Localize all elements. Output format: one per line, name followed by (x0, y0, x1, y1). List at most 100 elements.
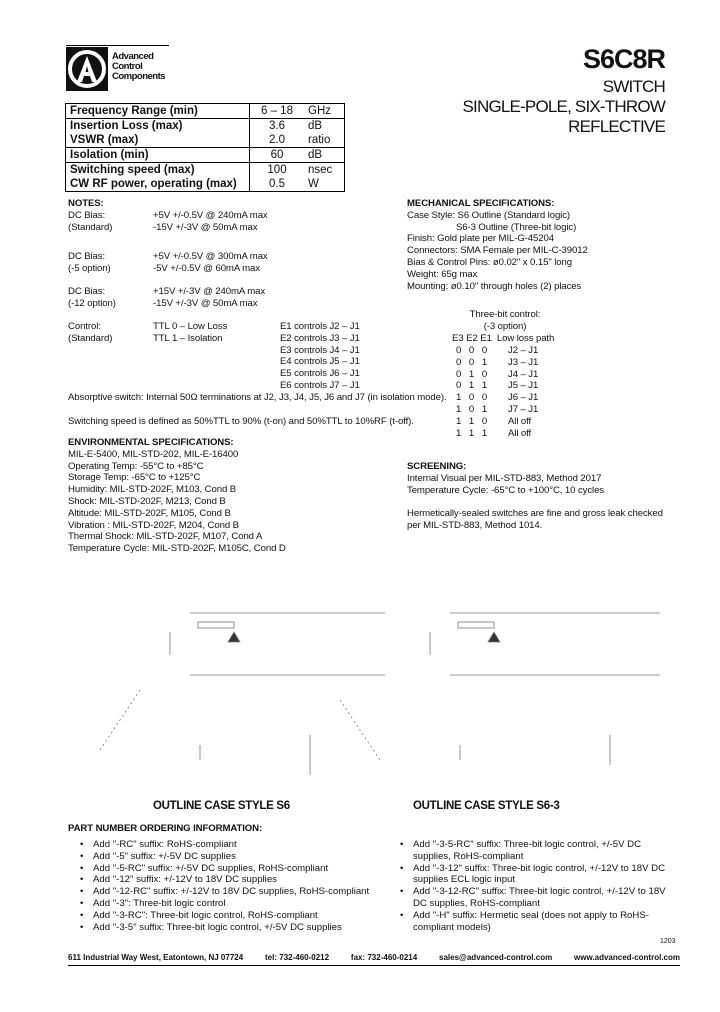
footer-fax: fax: 732-460-0214 (350, 953, 418, 962)
bias-option: (-12 option) (68, 297, 116, 309)
threebit-bits: 0 1 0 (456, 368, 488, 380)
screening-line: Internal Visual per MIL-STD-883, Method … (407, 472, 602, 484)
footer-email[interactable]: sales@advanced-control.com (439, 953, 553, 962)
spec-value: 60 (249, 147, 304, 163)
control-mapping: E5 controls J6 – J1 (280, 368, 360, 380)
bias-value: -5V +/-0.5V @ 60mA max (153, 262, 260, 274)
ordering-item: Add "-3-12-RC" suffix: Three-bit logic c… (400, 886, 668, 910)
control-label: Control: (68, 321, 101, 332)
footer-tel: tel: 732-460-0212 (265, 953, 330, 962)
ttl-text: TTL 0 – Low Loss (153, 321, 228, 332)
threebit-bits: 1 0 1 (456, 403, 488, 415)
bias-value: +5V +/-0.5V @ 300mA max (153, 251, 268, 262)
control-mapping: E2 controls J3 – J1 (280, 332, 360, 344)
ordering-title: PART NUMBER ORDERING INFORMATION: (68, 823, 263, 834)
outline-drawing-s6 (99, 612, 385, 775)
threebit-path: J7 – J1 (508, 403, 539, 415)
threebit-path: J2 – J1 (508, 345, 539, 356)
outline-title-s6-3: OUTLINE CASE STYLE S6-3 (413, 800, 560, 812)
outline-drawing-s6-3 (339, 612, 660, 765)
threebit-option: (-3 option) (483, 320, 527, 332)
spec-value: 6 – 18 (249, 103, 304, 119)
threebit-row: 1 1 1 All off (456, 428, 538, 440)
company-logo: Advanced Control Components (66, 45, 169, 92)
screening-line: Temperature Cycle: -65°C to +100°C, 10 c… (407, 484, 605, 496)
threebit-bits: 1 1 1 (456, 427, 488, 439)
logo-text: Components (112, 71, 166, 82)
threebit-path: J6 – J1 (508, 392, 539, 404)
spec-value: 100 (249, 162, 304, 177)
threebit-header: E3 E2 E1 Low loss path (452, 333, 555, 344)
outline-drawings (99, 612, 660, 775)
screening-title: SCREENING: (407, 461, 467, 472)
hermetic-note: Hermetically-sealed switches are fine an… (407, 508, 663, 520)
logo-a-icon (66, 47, 108, 91)
threebit-bits: 0 0 1 (456, 356, 488, 368)
ordering-item: Add "-5-RC" suffix: +/-5V DC supplies, R… (80, 863, 390, 875)
bias-option: (-5 option) (68, 262, 111, 274)
control-mapping: E6 controls J7 – J1 (280, 379, 360, 391)
notes-section: NOTES: (68, 198, 104, 210)
control-mapping: E3 controls J4 – J1 (280, 344, 360, 356)
absorptive-note: Absorptive switch: Internal 50Ω terminat… (68, 392, 447, 403)
threebit-bits: 0 1 1 (456, 380, 488, 392)
control-label: (Standard) (68, 332, 113, 344)
mechanical-title: MECHANICAL SPECIFICATIONS: (407, 198, 555, 209)
mechanical-line: Finish: Gold plate per MIL-G-45204 (407, 233, 554, 245)
subtitle: REFLECTIVE (568, 117, 666, 136)
spec-row: CW RF power, operating (max) 0.5 W (65, 177, 345, 192)
bias-label: DC Bias: (68, 251, 106, 262)
environmental-line: Altitude: MIL-STD-202F, M105, Cond B (68, 507, 231, 519)
bias-value: -15V +/-3V @ 50mA max (153, 297, 258, 309)
hermetic-note: per MIL-STD-883, Method 1014. (407, 519, 543, 531)
spec-param: Frequency Range (min) (65, 103, 250, 119)
spec-unit: ratio (308, 134, 331, 146)
mechanical-line: S6-3 Outline (Three-bit logic) (456, 221, 577, 233)
spec-value: 2.0 (269, 134, 285, 146)
bias-value: -15V +/-3V @ 50mA max (153, 221, 258, 233)
spec-value: 3.6 (249, 118, 304, 133)
spec-param: VSWR (max) (65, 133, 250, 148)
spec-param: CW RF power, operating (max) (65, 177, 250, 192)
ordering-item: Add "-12" suffix: +/-12V to 18V DC suppl… (80, 874, 390, 886)
outline-title-s6: OUTLINE CASE STYLE S6 (153, 800, 290, 812)
threebit-path: All off (508, 415, 532, 427)
environmental-line: Shock: MIL-STD-202F, M213, Cond B (68, 495, 226, 507)
environmental-line: Vibration : MIL-STD-202F, M204, Cond B (68, 519, 239, 531)
threebit-bits: 1 1 0 (456, 415, 488, 427)
environmental-line: MIL-E-5400, MIL-STD-202, MIL-E-16400 (68, 448, 239, 460)
environmental-line: Thermal Shock: MIL-STD-202F, M107, Cond … (68, 531, 263, 543)
threebit-row: 1 0 1 J7 – J1 (456, 404, 538, 416)
ordering-item: Add "-RC" suffix: RoHS-compliant (80, 839, 390, 851)
switching-note: Switching speed is defined as 50%TTL to … (68, 415, 414, 427)
environmental-line: Temperature Cycle: MIL-STD-202F, M105C, … (68, 543, 286, 555)
notes-title: NOTES: (68, 198, 104, 209)
footer-address: 611 Industrial Way West, Eatontown, NJ 0… (68, 953, 244, 962)
mechanical-line: Bias & Control Pins: ø0.02" x 0.15" long (407, 256, 572, 268)
mechanical-line: Connectors: SMA Female per MIL-C-39012 (407, 245, 588, 257)
bias-label: DC Bias: (68, 286, 106, 297)
spec-unit: W (308, 178, 319, 190)
ordering-item: Add "-3": Three-bit logic control (80, 898, 390, 910)
ordering-item: Add "-5" suffix: +/-5V DC supplies (80, 851, 390, 863)
spec-value: 0.5 (269, 178, 285, 190)
threebit-path: All off (508, 427, 532, 439)
mechanical-line: Case Style: S6 Outline (Standard logic) (407, 209, 571, 221)
footer-web[interactable]: www.advanced-control.com (574, 953, 680, 962)
threebit-path: J3 – J1 (508, 356, 539, 368)
spec-param: Isolation (min) (65, 147, 250, 163)
threebit-row: 1 1 0 All off (456, 416, 538, 428)
threebit-bits: 1 0 0 (456, 392, 488, 404)
threebit-title: Three-bit control: (469, 309, 541, 320)
environmental-line: Storage Temp: -65°C to +125°C (68, 472, 201, 484)
ordering-item: Add "-3-12" suffix: Three-bit logic cont… (400, 863, 668, 887)
control-mapping: E4 controls J5 – J1 (280, 356, 360, 368)
